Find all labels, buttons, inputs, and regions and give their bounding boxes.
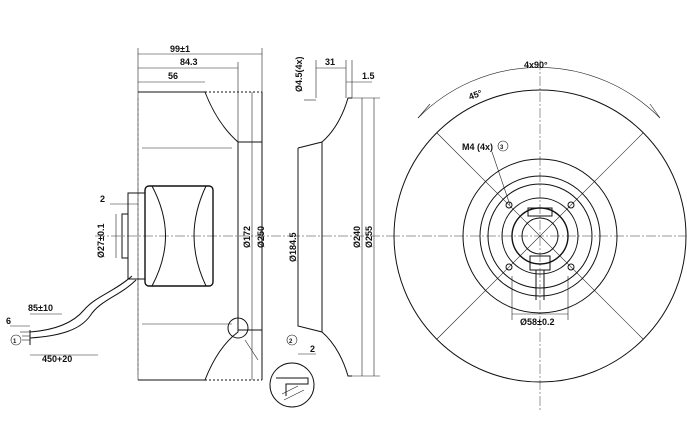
dim-6: 6 (6, 316, 11, 326)
dim-d184-5: Ø184.5 (288, 232, 298, 262)
side-view: 99±1 84.3 56 2 Ø27±0.1 Ø172 Ø250 6 85±10… (6, 44, 290, 381)
callout-3: 3 (500, 145, 504, 151)
dim-d255: Ø255 (364, 226, 374, 248)
dim-d240: Ø240 (352, 226, 362, 248)
dim-d250: Ø250 (256, 226, 266, 248)
dim-56: 56 (168, 71, 178, 81)
dim-85: 85±10 (28, 303, 53, 313)
dim-overall-length: 99±1 (170, 44, 190, 54)
dim-2-side: 2 (100, 194, 105, 204)
dim-1-5: 1.5 (362, 71, 375, 81)
label-m4: M4 (4x) (462, 142, 493, 152)
dim-d172: Ø172 (242, 226, 252, 248)
dim-45: 45° (467, 88, 484, 102)
dim-31: 31 (325, 57, 335, 67)
dim-d4-5: Ø4.5(4x) (294, 56, 304, 92)
dim-2-detail: 2 (310, 344, 315, 354)
front-view: 4x90° 45° M4 (4x) 3 Ø58±0.2 (390, 60, 687, 410)
dim-84-3: 84.3 (180, 57, 198, 67)
callout-2: 2 (289, 339, 293, 345)
dim-d27: Ø27±0.1 (96, 224, 106, 258)
dim-450: 450+20 (42, 354, 72, 364)
dim-4x90: 4x90° (524, 60, 548, 70)
callout-1: 1 (13, 339, 17, 345)
section-view: 31 1.5 Ø4.5(4x) Ø184.5 Ø240 Ø255 2 2 (244, 56, 390, 408)
dim-d58: Ø58±0.2 (520, 317, 554, 327)
